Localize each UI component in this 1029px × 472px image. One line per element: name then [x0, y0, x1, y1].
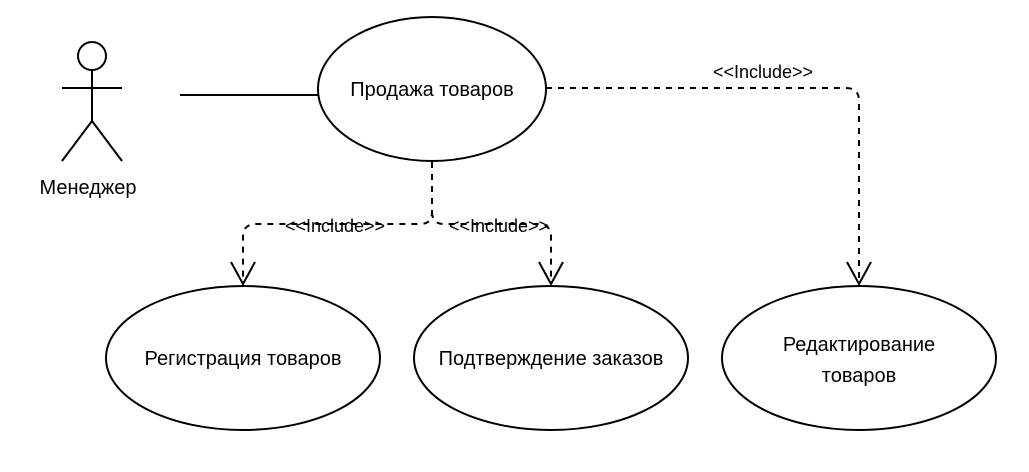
include-label-registration: <<Include>>: [285, 216, 385, 236]
use-case-registration-label: Регистрация товаров: [145, 348, 342, 370]
actor-label: Менеджер: [39, 177, 136, 199]
use-case-registration[interactable]: Регистрация товаров: [105, 285, 381, 431]
actor-left-leg: [61, 120, 93, 162]
include-arrowhead-editing: [846, 261, 872, 287]
include-label-confirmation: <<Include>>: [449, 216, 549, 236]
use-case-editing-label-line1: Редактирование: [783, 334, 935, 356]
include-edge-confirmation: [431, 211, 552, 284]
use-case-editing[interactable]: Редактирование товаров: [721, 285, 997, 431]
include-arrowhead-confirmation: [538, 261, 564, 287]
include-label-editing: <<Include>>: [713, 62, 813, 82]
use-case-confirmation-ellipse: [413, 285, 689, 431]
use-case-sales[interactable]: Продажа товаров: [317, 16, 547, 162]
actor-head: [77, 41, 107, 71]
actor-manager[interactable]: Менеджер: [39, 41, 137, 199]
use-case-registration-ellipse: [105, 285, 381, 431]
include-arrowhead-registration: [230, 261, 256, 287]
actor-right-leg: [91, 120, 123, 162]
include-edge-editing: [546, 87, 860, 284]
use-case-sales-ellipse: [317, 16, 547, 162]
use-case-editing-ellipse: [721, 285, 997, 431]
use-case-confirmation-label: Подтверждение заказов: [439, 348, 664, 370]
use-case-sales-label: Продажа товаров: [350, 79, 514, 101]
use-case-editing-label-line2: товаров: [822, 365, 896, 387]
use-case-confirmation[interactable]: Подтверждение заказов: [413, 285, 689, 431]
